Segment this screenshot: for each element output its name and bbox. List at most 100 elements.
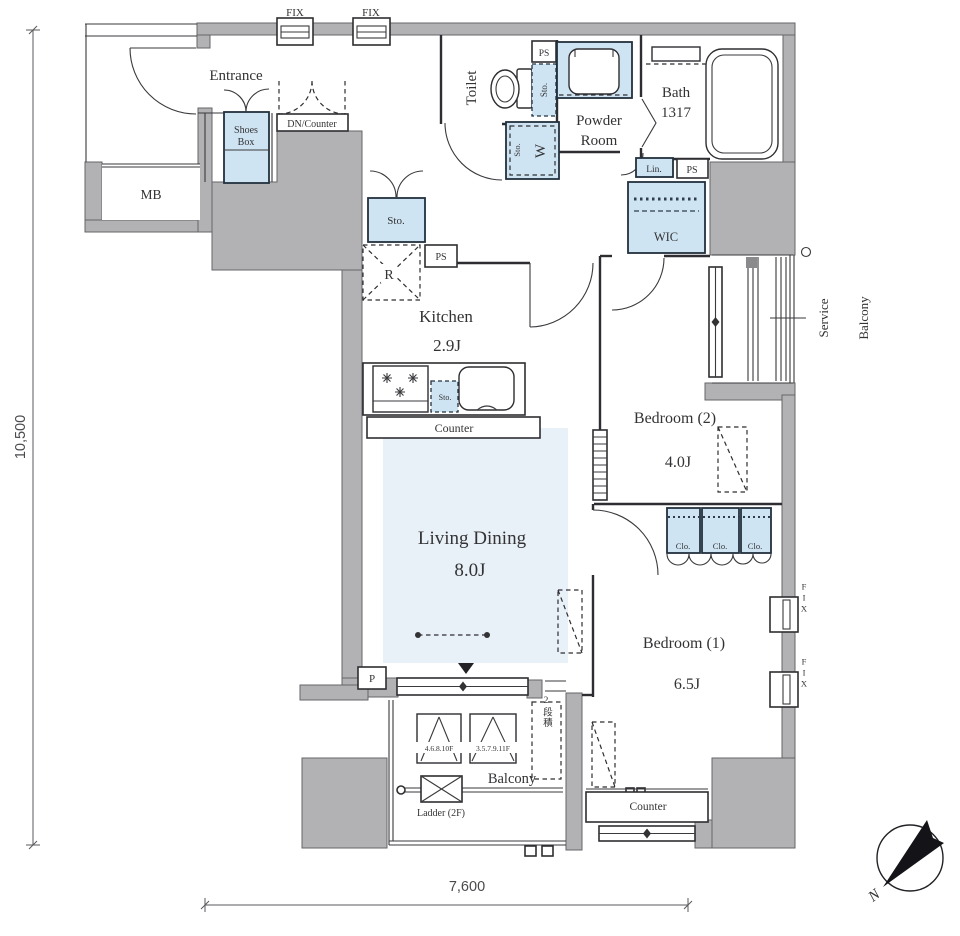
living-area-label: 8.0J (454, 560, 485, 581)
bath-label-2: 1317 (661, 105, 692, 121)
ladder-hatch-icon (420, 775, 463, 803)
shoes-box-label-1: Shoes (234, 125, 258, 136)
refrigerator-label: R (384, 268, 394, 283)
bedroom1-label: Bedroom (1) (643, 635, 725, 652)
linen-box (635, 157, 674, 178)
kitchen-counter (362, 362, 541, 439)
bedroom1-window (598, 825, 696, 842)
bath-label-1: Bath (662, 85, 691, 101)
dn-counter-box (276, 113, 349, 132)
doors (129, 47, 665, 576)
room-floors (102, 164, 568, 663)
bedroom1-counter (585, 788, 709, 823)
north-label: N (865, 886, 884, 906)
site-lines (85, 23, 197, 162)
bedroom2-label: Bedroom (2) (634, 410, 716, 427)
sink-icon (458, 366, 515, 411)
mb-label: MB (140, 187, 161, 202)
counter-ledge (366, 416, 541, 439)
bedroom-closets (666, 507, 772, 566)
bathtub-icon (646, 46, 779, 160)
service-balcony-post (746, 257, 757, 268)
fix-window-right-1 (769, 596, 799, 633)
windows (276, 17, 799, 842)
p-shaft (357, 666, 387, 690)
bath-folding-door (641, 98, 657, 148)
sliding-partition (592, 429, 608, 501)
washer-storage-box (505, 121, 560, 180)
refrigerator-space (362, 244, 421, 301)
ps-label-1: PS (539, 49, 550, 59)
dimension-bottom-label: 7,600 (449, 879, 485, 895)
fix-window-right-2 (769, 671, 799, 708)
fix-window-top-1 (276, 17, 314, 46)
dn-counter-label: DN/Counter (287, 119, 337, 130)
service-balcony-window (708, 266, 723, 378)
living-markers (415, 632, 490, 674)
vanity-sink-icon (556, 41, 633, 99)
bedroom1-door-arc (592, 509, 659, 576)
walls (84, 22, 796, 851)
sto-label-counter: Sto. (439, 393, 452, 402)
fix-window-top-2 (352, 17, 391, 46)
ac-unit-icon-1 (416, 713, 462, 764)
entrance-door-arc (129, 47, 197, 115)
ac-floors-label-1: 4.6.8.10F (425, 744, 454, 753)
labels: FIX FIX Entrance Shoes Box DN/Counter MB… (13, 7, 884, 906)
balcony-bottom (388, 700, 646, 857)
ps-label-3: PS (435, 252, 446, 263)
service-balcony-label-1: Service (816, 298, 831, 337)
entrance-label: Entrance (209, 68, 263, 84)
bedroom2-door-arc (611, 257, 665, 311)
sto-label-washer: Sto. (512, 143, 522, 156)
fix-label-right-1: FIX (799, 582, 809, 615)
service-balcony-label-2: Balcony (856, 296, 871, 340)
bedroom2-area-label: 4.0J (665, 454, 691, 471)
washer-label: W (533, 143, 549, 158)
living-label: Living Dining (418, 528, 527, 549)
fixtures-layer (223, 40, 779, 823)
ac-floors-label-2: 3.5.7.9.11F (476, 744, 510, 753)
balcony-label: Balcony (488, 771, 537, 787)
service-balcony (712, 246, 812, 384)
fix-label-right-2: FIX (799, 657, 809, 690)
stacked-label: 2段積 (541, 696, 553, 728)
column-marker (800, 246, 812, 258)
overhead-cupboard-dashed (278, 80, 346, 115)
kitchen-label: Kitchen (419, 307, 473, 326)
drain-vent (541, 845, 554, 857)
balcony-access-marker (458, 663, 474, 674)
compass (876, 820, 944, 892)
fix-label-top-2: FIX (362, 7, 380, 19)
shoes-box-label-2: Box (238, 137, 255, 148)
living-balcony-window (396, 677, 566, 696)
ps-shaft-kitchen (424, 244, 458, 268)
storage-strip-toilet (531, 63, 557, 117)
ps-shaft-top (531, 40, 557, 63)
mb-room-floor (102, 164, 200, 220)
counter-label-bedroom1: Counter (629, 801, 666, 813)
toilet-label: Toilet (464, 70, 480, 106)
linen-label: Lin. (646, 165, 662, 175)
ladder-label: Ladder (2F) (417, 808, 465, 819)
clo-label-1: Clo. (676, 541, 690, 551)
balcony-partition-pivot (396, 785, 406, 795)
living-door-arc (529, 262, 594, 328)
wic-closet (627, 181, 706, 254)
kitchen-storage (367, 170, 426, 243)
dimension-lines (26, 25, 693, 912)
bedroom1-area-label: 6.5J (674, 676, 700, 693)
ps-label-2: PS (686, 165, 697, 176)
kitchen-area-label: 2.9J (433, 336, 461, 355)
clo-label-3: Clo. (748, 541, 762, 551)
p-label: P (369, 673, 375, 685)
sto-label-kitchen: Sto. (387, 215, 405, 227)
clo-label-2: Clo. (713, 541, 727, 551)
stove-icon (372, 365, 429, 413)
shoes-box (223, 88, 270, 184)
wic-label: WIC (654, 230, 678, 244)
dashed-furniture (557, 426, 748, 788)
fix-label-top-1: FIX (286, 7, 304, 19)
